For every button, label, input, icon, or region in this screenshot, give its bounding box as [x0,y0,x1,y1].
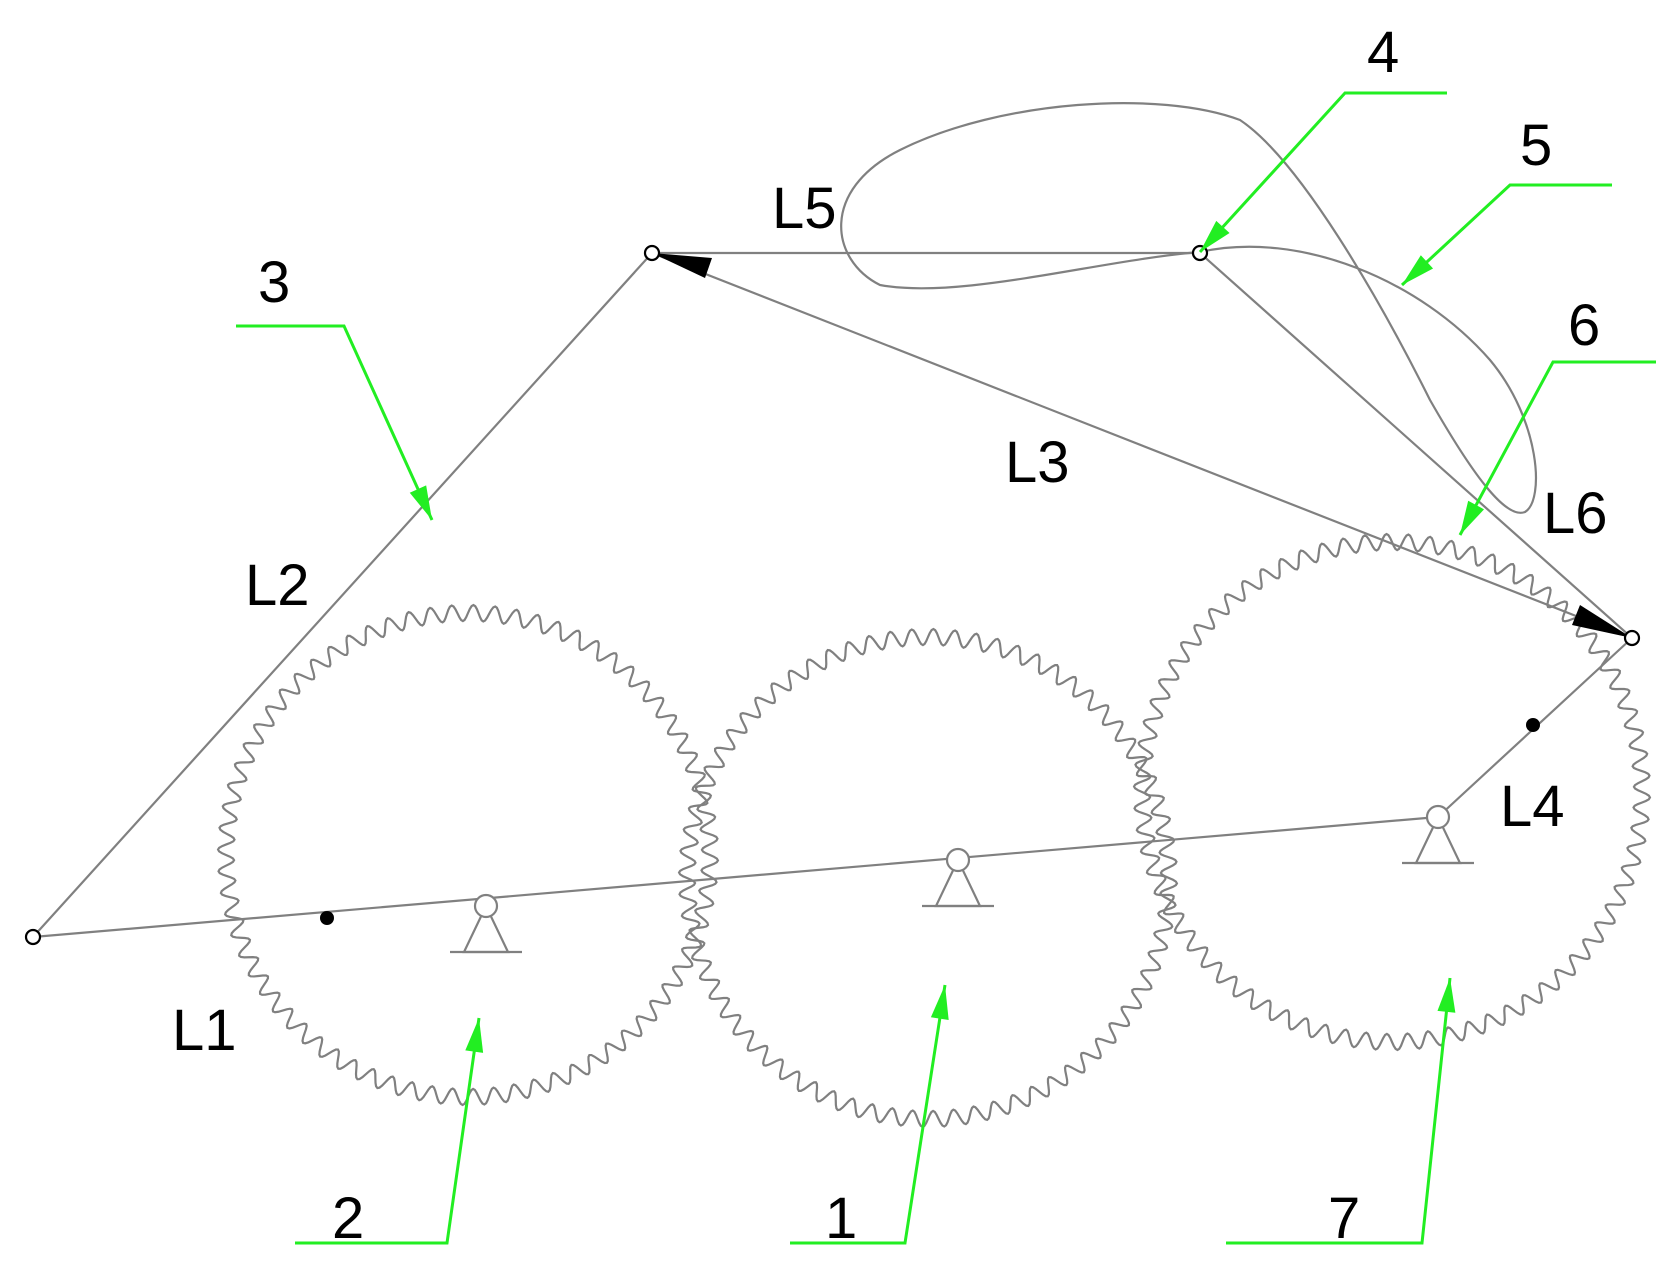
leader-4 [1198,91,1447,254]
coupler-curve-5 [840,102,1538,514]
gear-7 [1132,532,1652,1052]
link-l6 [1199,252,1633,639]
leader-7-arrowhead [1437,978,1456,1013]
gears [216,532,1652,1129]
joints [24,244,1641,946]
callout-4: 4 [1367,20,1399,85]
leader-6 [1458,360,1656,536]
label-l3: L3 [1005,430,1070,495]
callout-labels: 1 2 3 4 5 6 7 [258,20,1600,1251]
joint-top [643,244,661,262]
support-gear-7-pivot [1425,804,1451,830]
coupler-curves [840,102,1538,514]
callout-7: 7 [1328,1186,1360,1251]
support-gear-2 [450,893,522,954]
callout-6: 6 [1568,293,1600,358]
callout-1: 1 [825,1186,857,1251]
joint-left-end [24,928,42,946]
leader-6-arrowhead [1460,500,1485,535]
support-gear-1 [922,847,994,908]
fixed-dot-right [1526,718,1540,732]
fixed-dot-left [320,911,334,925]
link-l2 [32,252,653,938]
link-l3 [651,251,1633,640]
leader-3-arrowhead [409,485,432,520]
leader-1 [790,984,947,1245]
label-l2: L2 [245,553,310,618]
leader-5-arrowhead [1402,255,1434,285]
callout-3: 3 [258,250,290,315]
gear-2 [216,603,720,1107]
arrowhead-right [1572,605,1632,638]
link-labels: L1 L2 L3 L4 L5 L6 [172,176,1608,1063]
support-gear-7 [1402,804,1474,865]
joint-right [1623,629,1641,647]
label-l5: L5 [772,176,837,241]
leader-1-arrowhead [930,985,949,1020]
leader-lines [236,91,1656,1245]
callout-5: 5 [1520,113,1552,178]
leader-7 [1226,977,1452,1245]
link-l1 [32,815,1439,939]
leader-3 [236,324,434,521]
support-gear-1-pivot [945,847,971,873]
arrowheads [652,253,1632,638]
callout-2: 2 [332,1186,364,1251]
gear-1 [677,627,1179,1129]
label-l1: L1 [172,998,237,1063]
leader-2-arrowhead [465,1018,484,1053]
leader-arrowheads [409,220,1485,1053]
leader-5 [1400,183,1612,287]
label-l4: L4 [1500,774,1565,839]
support-gear-2-pivot [473,893,499,919]
leader-2 [295,1017,481,1245]
ground-supports [450,804,1474,954]
leader-4-arrowhead [1200,220,1230,252]
label-l6: L6 [1543,481,1608,546]
arrowhead-top [652,253,712,278]
